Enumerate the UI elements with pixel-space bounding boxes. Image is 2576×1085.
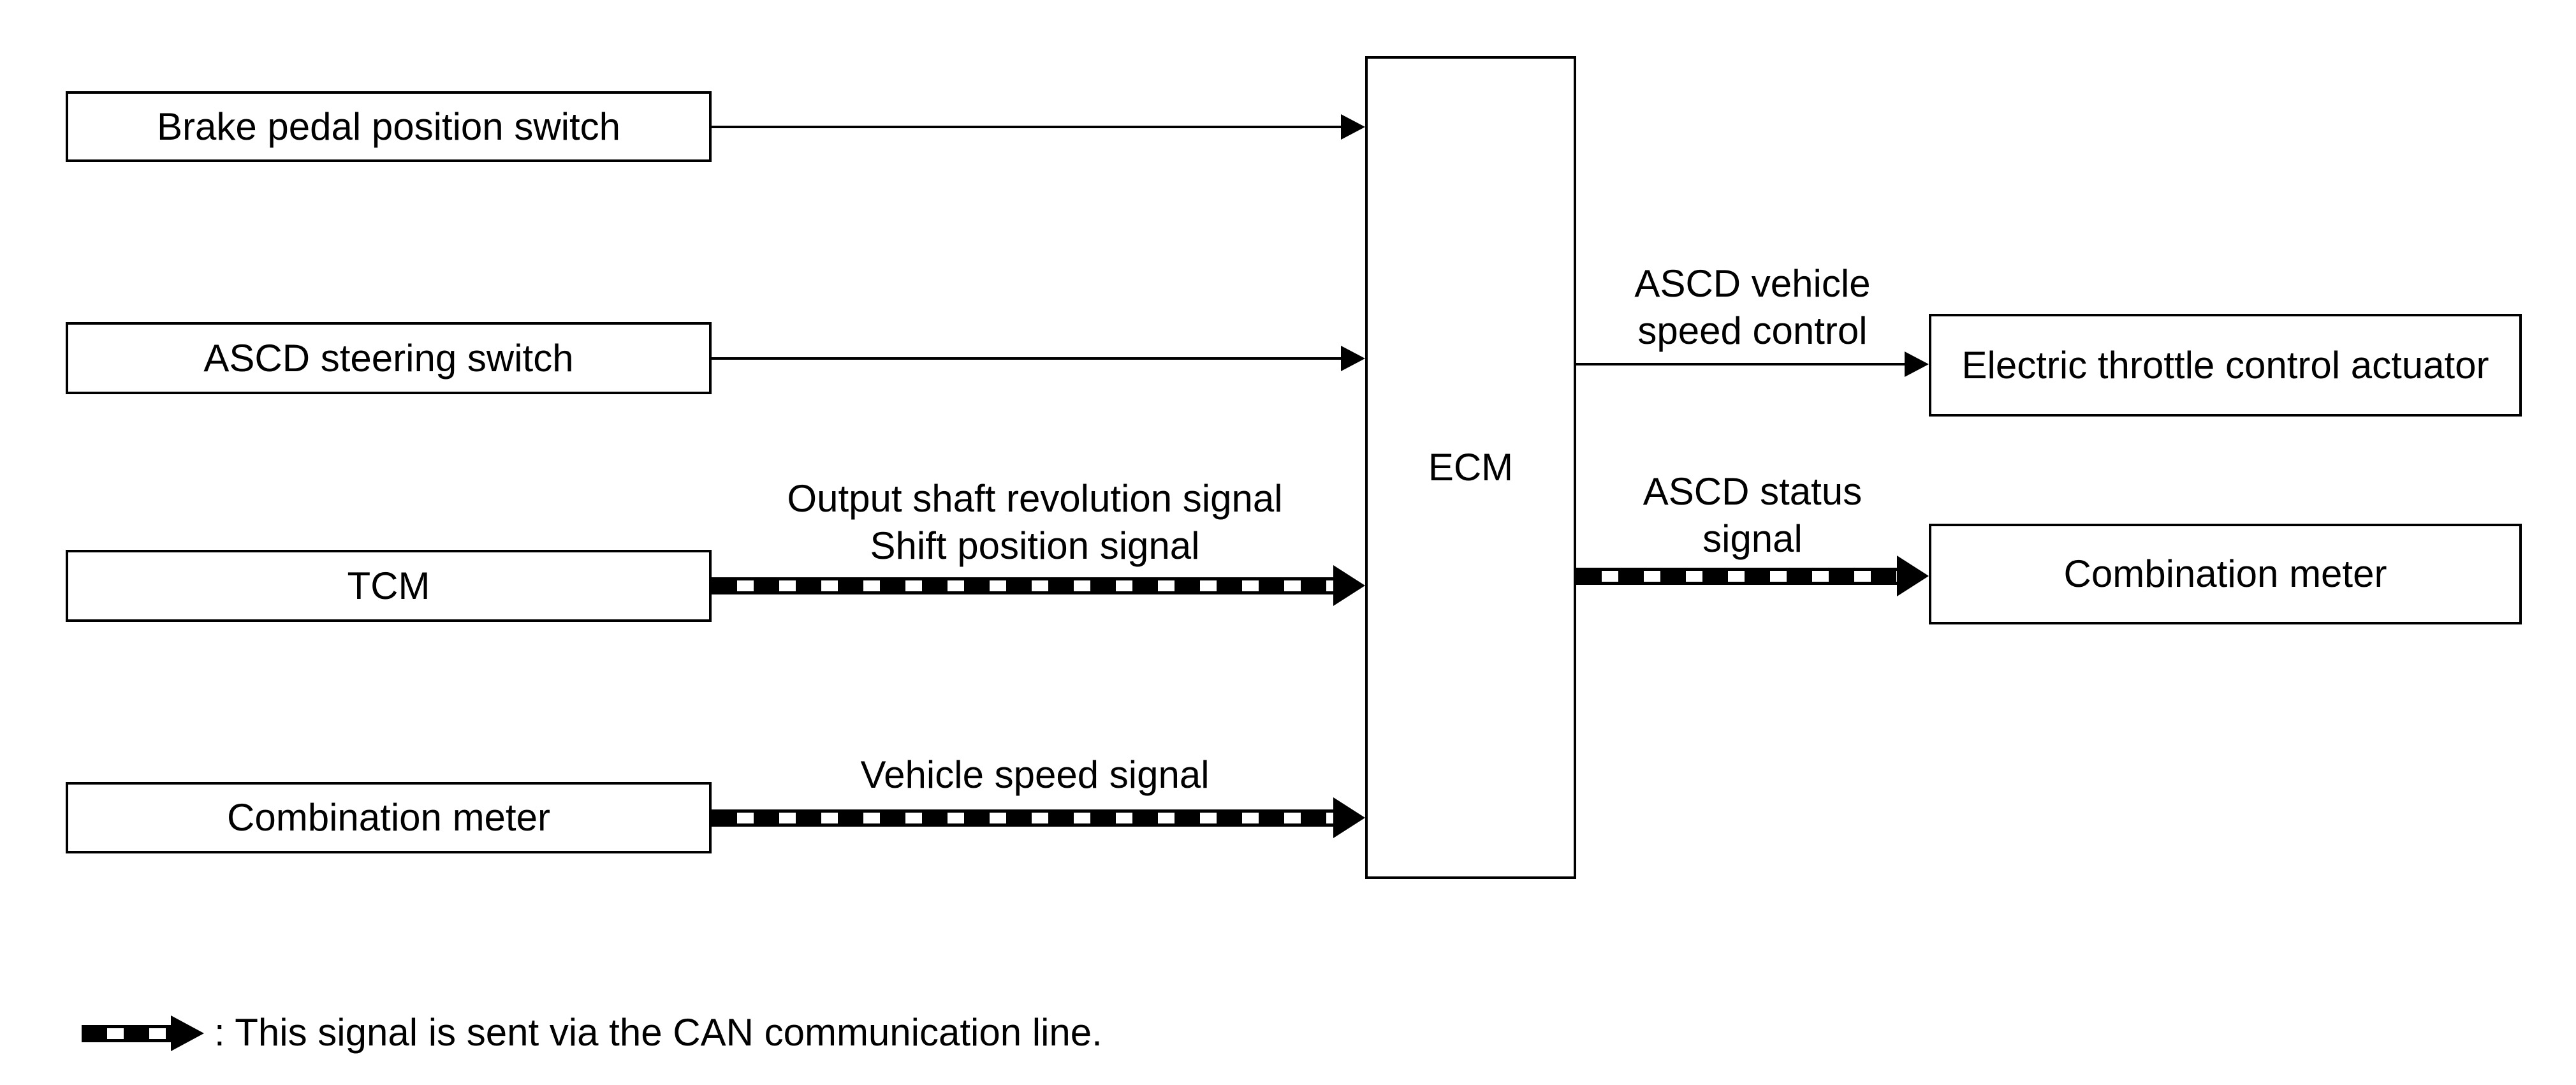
- node-label: ECM: [1428, 446, 1514, 489]
- arrowhead-icon: [171, 1015, 204, 1051]
- signal-label-line: Output shaft revolution signal: [787, 477, 1283, 520]
- node-ascd-steering-switch: ASCD steering switch: [66, 322, 712, 394]
- node-label: Combination meter: [227, 796, 550, 839]
- can-striped-shaft: [712, 577, 1333, 594]
- arrow-ascd-steering-to-ecm: [712, 346, 1365, 371]
- arrowhead-icon: [1333, 565, 1365, 606]
- signal-label-line: signal: [1702, 517, 1803, 560]
- node-label: Electric throttle control actuator: [1961, 343, 2489, 387]
- label-ascd-status-signal: ASCD status signal: [1576, 468, 1929, 563]
- can-striped-shaft: [712, 809, 1333, 827]
- arrowhead-icon: [1333, 797, 1365, 838]
- node-brake-pedal-position-switch: Brake pedal position switch: [66, 91, 712, 162]
- arrow-brake-to-ecm: [712, 114, 1365, 140]
- label-ascd-vehicle-speed-control: ASCD vehicle speed control: [1576, 260, 1929, 355]
- node-label: Combination meter: [2063, 552, 2387, 595]
- signal-label-line: speed control: [1637, 309, 1868, 352]
- can-striped-shaft: [1576, 567, 1897, 585]
- node-label: Brake pedal position switch: [156, 105, 621, 148]
- arrow-shaft: [1576, 363, 1905, 365]
- signal-label-line: ASCD status: [1643, 470, 1862, 513]
- legend-can-arrow-icon: [82, 1015, 204, 1051]
- node-label: TCM: [347, 564, 430, 607]
- signal-label-line: Vehicle speed signal: [860, 753, 1210, 796]
- arrow-ecm-to-throttle-actuator: [1576, 351, 1929, 377]
- can-striped-shaft: [82, 1024, 171, 1042]
- legend-text: : This signal is sent via the CAN commun…: [214, 1011, 1102, 1054]
- arrow-shaft: [712, 126, 1341, 128]
- node-combination-meter-right: Combination meter: [1929, 524, 2522, 624]
- label-tcm-signals: Output shaft revolution signal Shift pos…: [703, 475, 1366, 570]
- can-arrow-ecm-to-combination-meter: [1576, 556, 1929, 596]
- arrowhead-icon: [1341, 114, 1365, 140]
- node-tcm: TCM: [66, 550, 712, 622]
- can-arrow-tcm-to-ecm: [712, 565, 1365, 606]
- node-combination-meter-left: Combination meter: [66, 782, 712, 853]
- can-arrow-combination-meter-to-ecm: [712, 797, 1365, 838]
- signal-label-line: ASCD vehicle: [1634, 262, 1871, 305]
- signal-label-line: Shift position signal: [870, 524, 1200, 567]
- arrowhead-icon: [1341, 346, 1365, 371]
- arrowhead-icon: [1897, 556, 1929, 596]
- arrowhead-icon: [1905, 351, 1929, 377]
- node-electric-throttle-control-actuator: Electric throttle control actuator: [1929, 314, 2522, 417]
- label-vehicle-speed-signal: Vehicle speed signal: [703, 751, 1366, 799]
- node-label: ASCD steering switch: [203, 336, 574, 380]
- node-ecm: ECM: [1365, 56, 1576, 879]
- arrow-shaft: [712, 357, 1341, 360]
